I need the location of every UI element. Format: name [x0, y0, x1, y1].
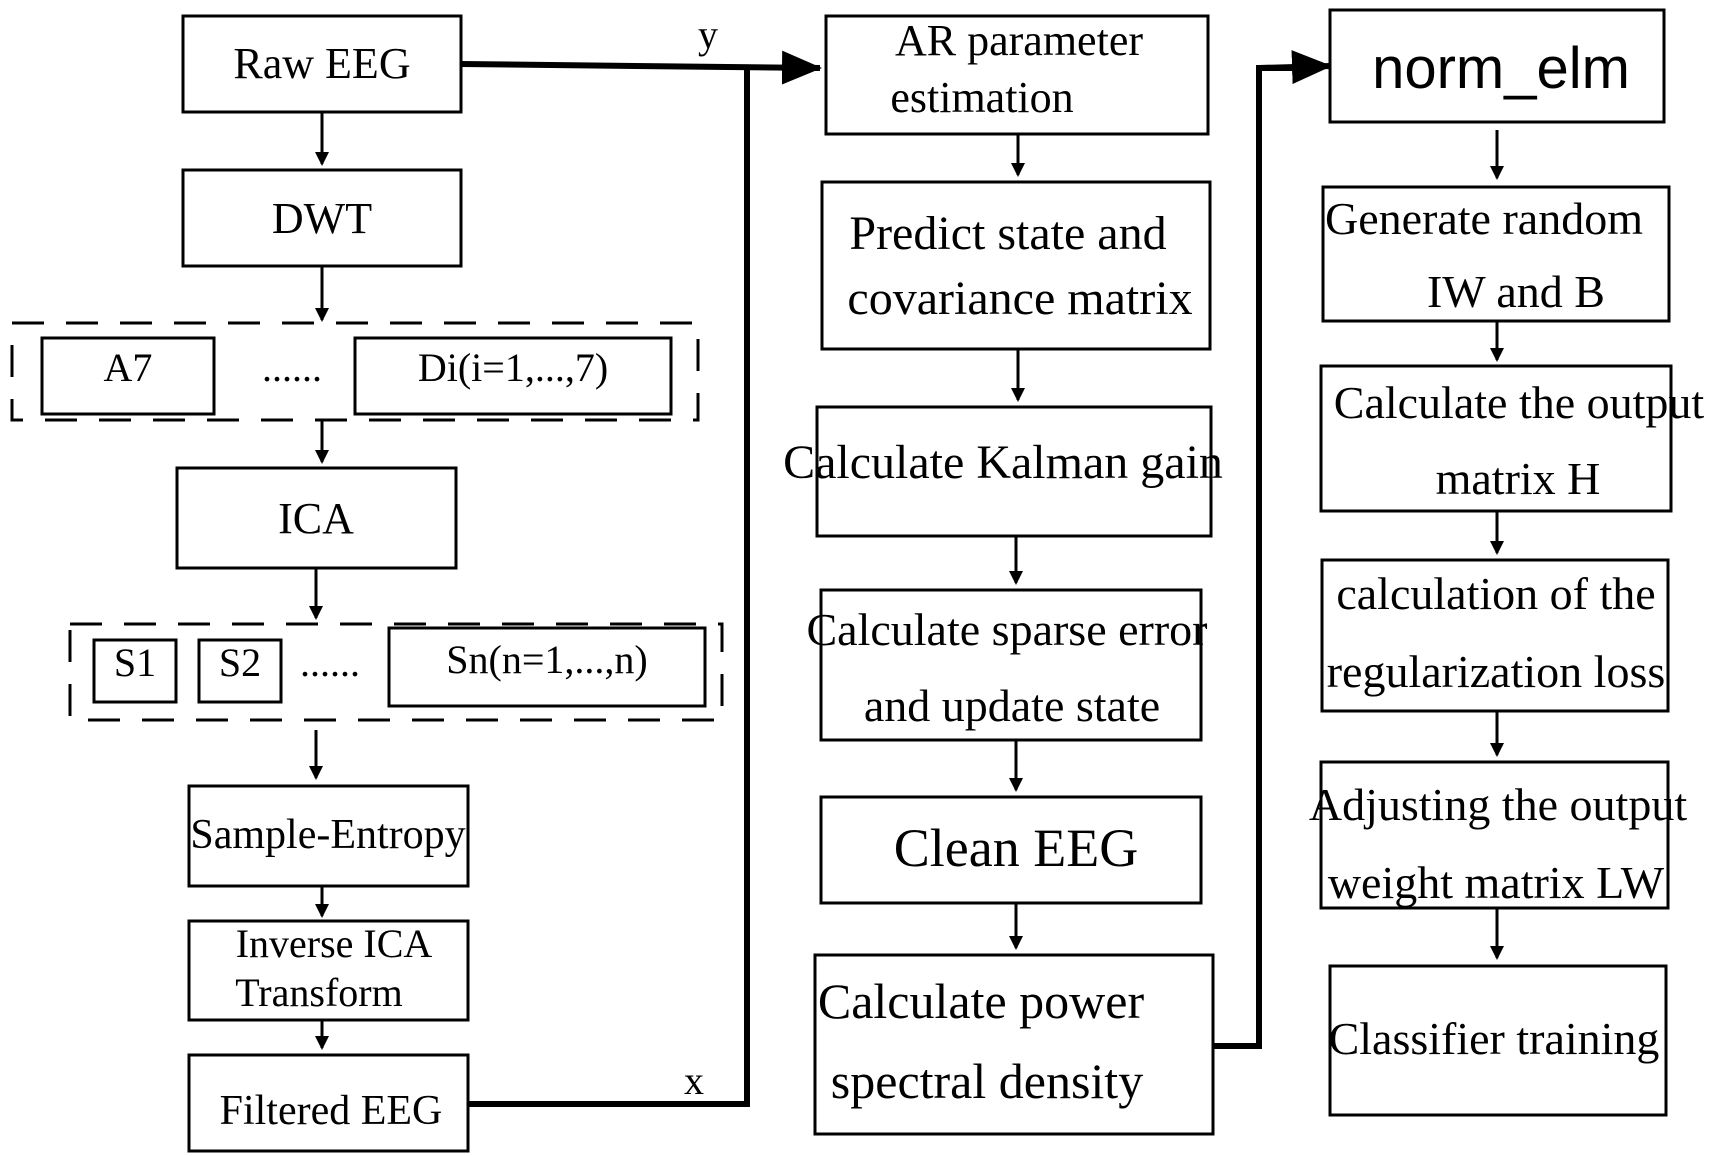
connector-y-label: y	[698, 12, 718, 57]
classifier-label: Classifier training	[1329, 1013, 1660, 1064]
ar-estimation-node: AR parameter estimation	[824, 14, 1210, 136]
wavelet-coefficients-group: A7 ...... Di(i=1,...,7)	[10, 321, 700, 422]
norm-elm-node: norm_elm	[1328, 8, 1666, 124]
ica-node: ICA	[175, 466, 458, 570]
inverse-ica-line1: Inverse ICA	[236, 921, 433, 966]
sn-label: Sn(n=1,...,n)	[446, 637, 647, 682]
s1-label: S1	[114, 640, 156, 685]
generate-line2: IW and B	[1427, 266, 1605, 317]
psd-line2: spectral density	[831, 1053, 1143, 1109]
adjust-line2: weight matrix LW	[1328, 857, 1665, 908]
filtered-eeg-label: Filtered EEG	[220, 1088, 443, 1134]
coeff-ellipsis: ......	[262, 345, 322, 390]
ar-line1: AR parameter	[895, 16, 1143, 65]
a7-label: A7	[104, 345, 153, 390]
sample-entropy-label: Sample-Entropy	[190, 812, 465, 858]
predict-line2: covariance matrix	[847, 272, 1192, 325]
output-h-line1: Calculate the output	[1334, 377, 1705, 428]
adjust-line1: Adjusting the output	[1309, 779, 1687, 830]
connector-psd-to-norm-elm	[1213, 65, 1296, 1049]
connector-x-line	[468, 68, 750, 1107]
independent-components-group: S1 S2 ...... Sn(n=1,...,n)	[68, 622, 724, 722]
kalman-gain-node: Calculate Kalman gain	[783, 405, 1223, 538]
kalman-label: Calculate Kalman gain	[783, 436, 1223, 489]
output-h-line2: matrix H	[1436, 453, 1601, 504]
predict-state-node: Predict state and covariance matrix	[820, 180, 1212, 351]
generate-line1: Generate random	[1325, 193, 1643, 244]
connector-norm-elm-arrow	[1258, 50, 1332, 85]
dwt-node: DWT	[181, 168, 463, 268]
regularization-loss-node: calculation of the regularization loss	[1320, 558, 1670, 713]
psd-line1: Calculate power	[818, 973, 1145, 1029]
psd-node: Calculate power spectral density	[813, 953, 1215, 1136]
connector-x-label: x	[684, 1058, 704, 1103]
reg-line1: calculation of the	[1336, 568, 1655, 619]
generate-random-node: Generate random IW and B	[1321, 185, 1671, 323]
clean-eeg-label: Clean EEG	[894, 818, 1138, 878]
output-matrix-h-node: Calculate the output matrix H	[1319, 364, 1705, 513]
ar-line2: estimation	[890, 73, 1073, 122]
sample-entropy-node: Sample-Entropy	[187, 784, 470, 888]
sparse-line1: Calculate sparse error	[806, 604, 1207, 655]
norm-elm-label: norm_elm	[1372, 36, 1630, 101]
raw-eeg-node: Raw EEG	[181, 14, 463, 114]
classifier-training-node: Classifier training	[1328, 964, 1668, 1117]
connector-y-arrow	[460, 50, 822, 85]
sparse-line2: and update state	[864, 680, 1160, 731]
raw-eeg-label: Raw EEG	[233, 39, 410, 88]
predict-line1: Predict state and	[849, 207, 1166, 260]
clean-eeg-node: Clean EEG	[819, 795, 1203, 905]
adjust-weight-node: Adjusting the output weight matrix LW	[1309, 760, 1687, 910]
di-label: Di(i=1,...,7)	[418, 345, 608, 390]
filtered-eeg-node: Filtered EEG	[187, 1053, 470, 1153]
dwt-label: DWT	[272, 194, 372, 243]
inverse-ica-line2: Transform	[235, 970, 402, 1015]
ica-label: ICA	[278, 494, 354, 543]
sources-ellipsis: ......	[300, 640, 360, 685]
inverse-ica-node: Inverse ICA Transform	[187, 919, 470, 1022]
sparse-error-node: Calculate sparse error and update state	[806, 588, 1208, 742]
s2-label: S2	[219, 640, 261, 685]
reg-line2: regularization loss	[1327, 646, 1666, 697]
